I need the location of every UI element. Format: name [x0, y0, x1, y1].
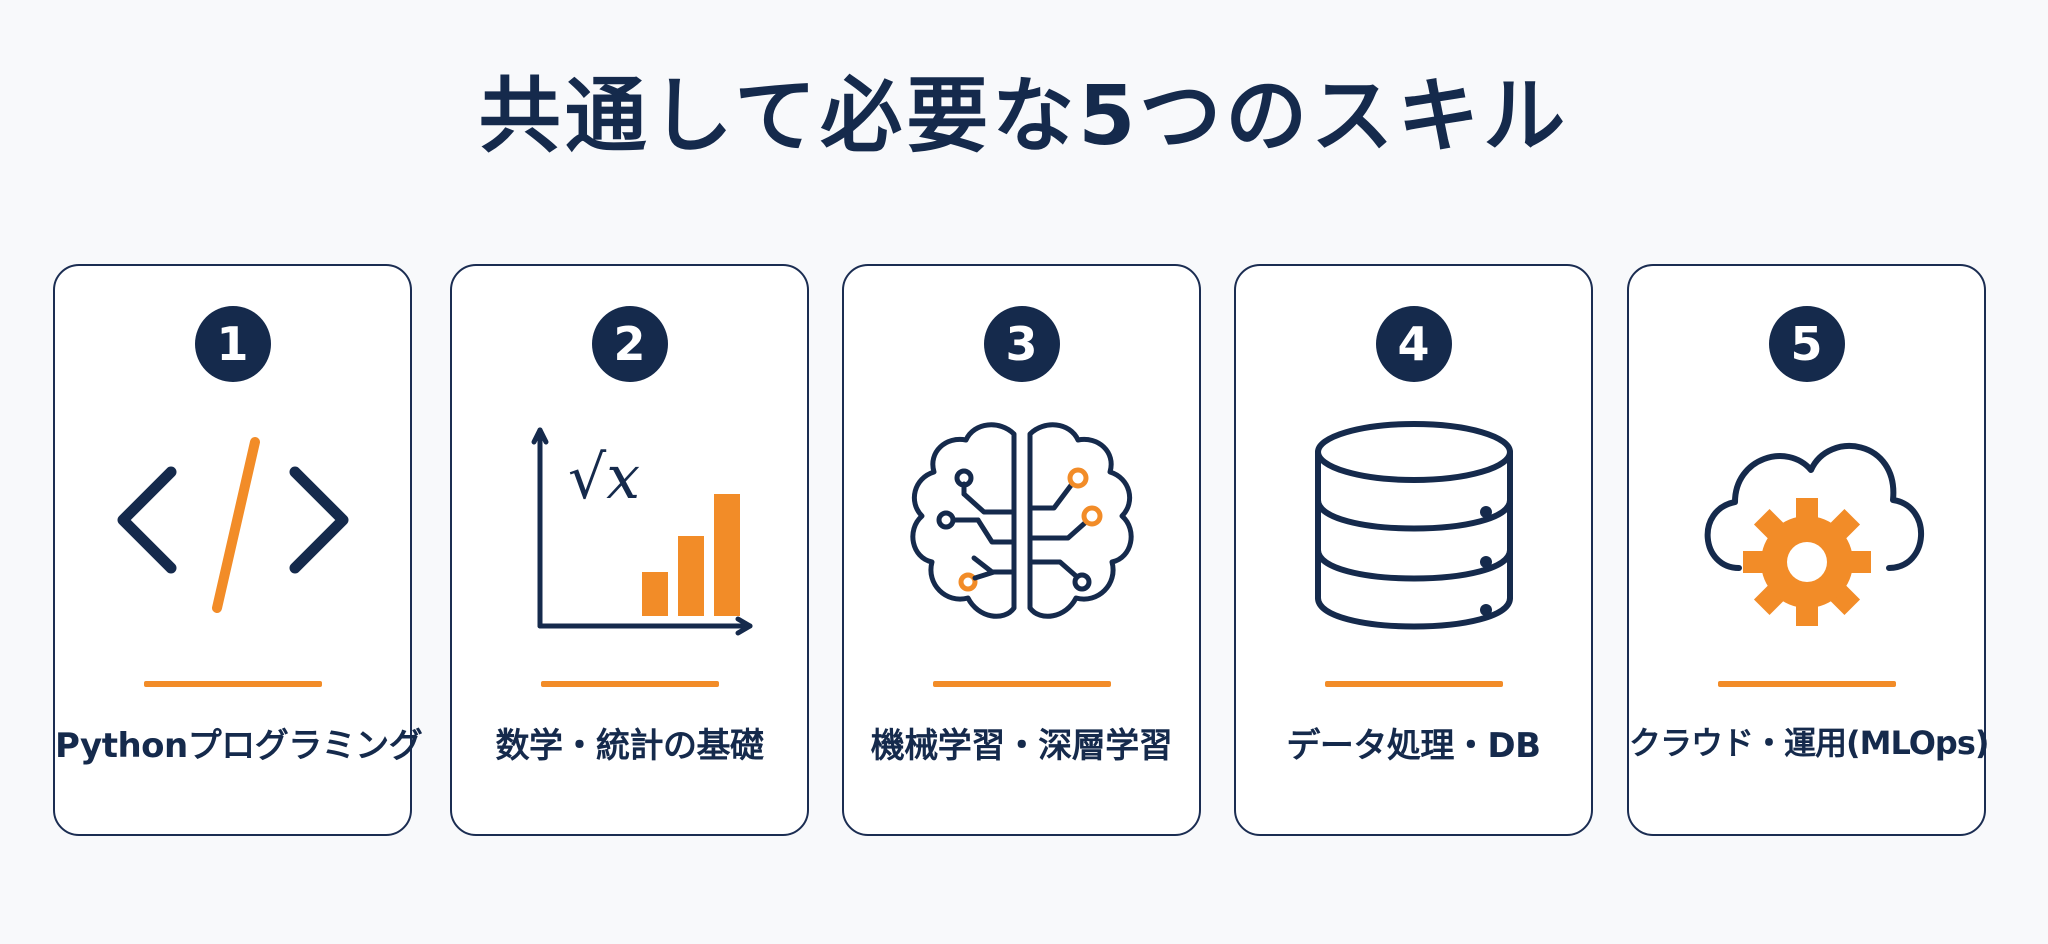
brain-circuit-icon [882, 412, 1162, 642]
step-number-badge: 2 [591, 306, 668, 382]
cloud-gear-icon [1667, 412, 1947, 642]
page-title: 共通して必要な5つのスキル [478, 69, 1570, 164]
orange-divider [1717, 681, 1896, 687]
skill-label: クラウド・運用(MLOps) [1629, 724, 1990, 762]
skill-card-cloud: 5 クラウド・運用(MLOps) [1627, 264, 1990, 836]
sqrt-x-symbol: √x [568, 443, 640, 513]
skill-label: データ処理・DB [1286, 726, 1541, 766]
skill-card-data: 4 データ処理・DB [1234, 264, 1593, 836]
step-number-badge: 4 [1375, 306, 1452, 382]
skill-card-math: 2 √x 数学・統計の基礎 [450, 264, 809, 836]
step-number-badge: 3 [983, 306, 1060, 382]
orange-divider [143, 681, 322, 687]
orange-divider [932, 681, 1111, 687]
skill-label: Pythonプログラミング [55, 726, 423, 766]
orange-divider [1324, 681, 1503, 687]
orange-divider [540, 681, 719, 687]
skill-label: 機械学習・深層学習 [870, 726, 1173, 766]
database-icon [1274, 412, 1554, 642]
skill-card-python: 1 Pythonプログラミング [53, 264, 423, 836]
step-number-badge: 5 [1768, 306, 1845, 382]
skill-card-ml: 3 [842, 264, 1201, 836]
skill-label: 数学・統計の基礎 [495, 726, 765, 766]
math-chart-icon: √x [490, 412, 770, 642]
step-number-badge: 1 [194, 306, 271, 382]
skills-card-row: 1 Pythonプログラミング 2 √x 数 [0, 264, 2048, 838]
code-brackets-icon [93, 412, 373, 642]
